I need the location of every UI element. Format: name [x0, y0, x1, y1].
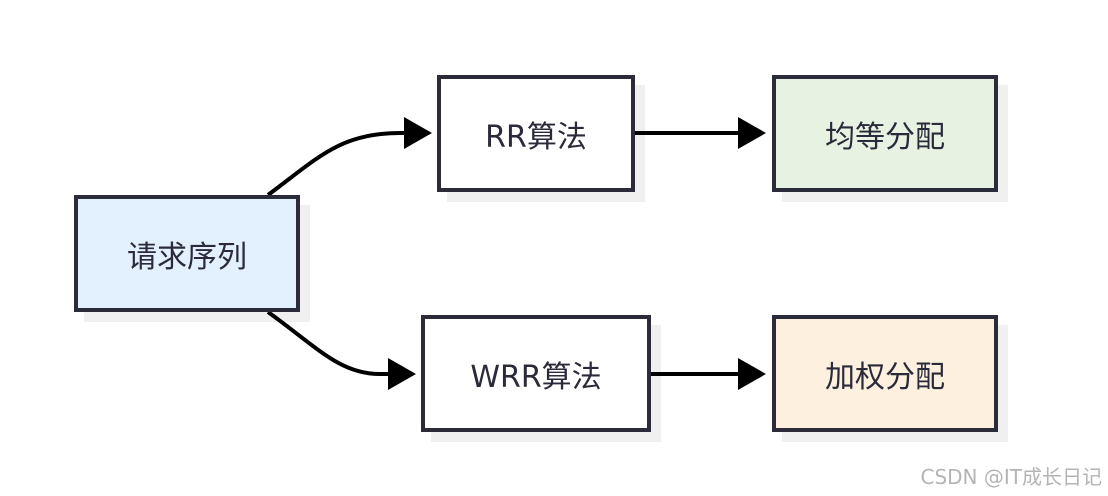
arrowhead-weight: [738, 358, 766, 390]
node-equal-distribution: 均等分配: [772, 75, 998, 192]
node-wrr-label: WRR算法: [470, 359, 602, 395]
arrowhead-equal: [738, 117, 766, 149]
node-rr-algorithm: RR算法: [437, 75, 635, 192]
node-weight-label: 加权分配: [825, 359, 945, 395]
edge-request-to-rr: [266, 131, 410, 197]
node-equal-label: 均等分配: [825, 119, 945, 155]
watermark-text: CSDN @IT成长日记: [920, 465, 1103, 489]
node-request-sequence: 请求序列: [74, 195, 300, 312]
node-rr-label: RR算法: [485, 119, 587, 155]
node-request-label: 请求序列: [127, 239, 247, 275]
node-weighted-distribution: 加权分配: [772, 315, 998, 432]
arrowhead-rr: [404, 117, 432, 149]
edge-request-to-wrr: [266, 310, 392, 376]
arrowhead-wrr: [388, 358, 416, 390]
node-wrr-algorithm: WRR算法: [421, 315, 651, 432]
